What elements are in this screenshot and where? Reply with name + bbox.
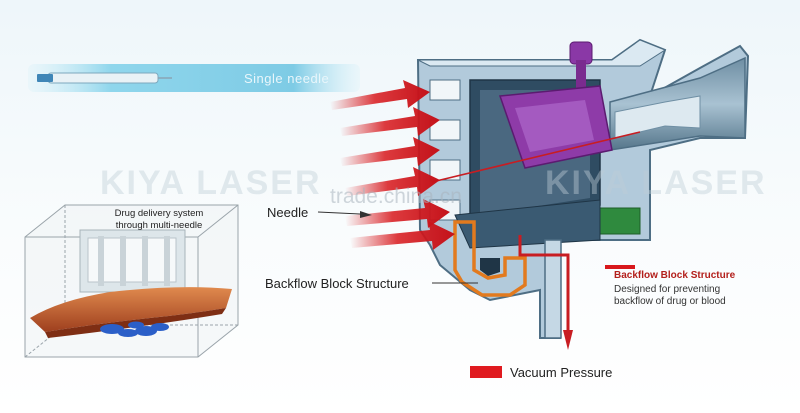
needle-pointer — [317, 211, 361, 215]
backflow-block-label: Backflow Block Structure — [265, 276, 409, 291]
backflow-legend-title: Backflow Block Structure — [614, 270, 736, 281]
backflow-legend-line — [605, 265, 635, 269]
needle-pointer-head — [360, 211, 372, 218]
pressure-arrow-icon — [340, 107, 440, 136]
pressure-arrow-icon — [350, 221, 455, 250]
injector-cross-section — [416, 38, 750, 339]
pressure-arrow-icon — [340, 137, 440, 166]
vacuum-pressure-label: Vacuum Pressure — [510, 365, 613, 380]
backflow-legend-description: Designed for preventing backflow of drug… — [614, 284, 726, 307]
watermark-center: trade.china.cn — [330, 185, 462, 208]
vacuum-legend-swatch — [470, 366, 502, 378]
watermark-left: KIYA LASER — [100, 164, 322, 202]
multi-needle-injector — [79, 229, 186, 293]
pressure-arrow-icon — [345, 167, 440, 196]
vacuum-arrow-icon — [563, 330, 573, 350]
needle-label: Needle — [267, 205, 309, 220]
drug-delivery-label: Drug delivery system through multi-needl… — [114, 208, 204, 231]
needle-icon — [37, 72, 172, 84]
single-needle-label: Single needle — [244, 71, 330, 86]
drug-droplets — [100, 321, 169, 337]
pressure-arrow-icon — [330, 80, 430, 110]
pressure-arrows — [330, 80, 455, 250]
single-needle-band — [28, 64, 360, 92]
pressure-arrow-icon — [345, 199, 450, 228]
skin-layer — [30, 287, 232, 332]
watermark-right: KIYA LASER — [545, 164, 767, 202]
